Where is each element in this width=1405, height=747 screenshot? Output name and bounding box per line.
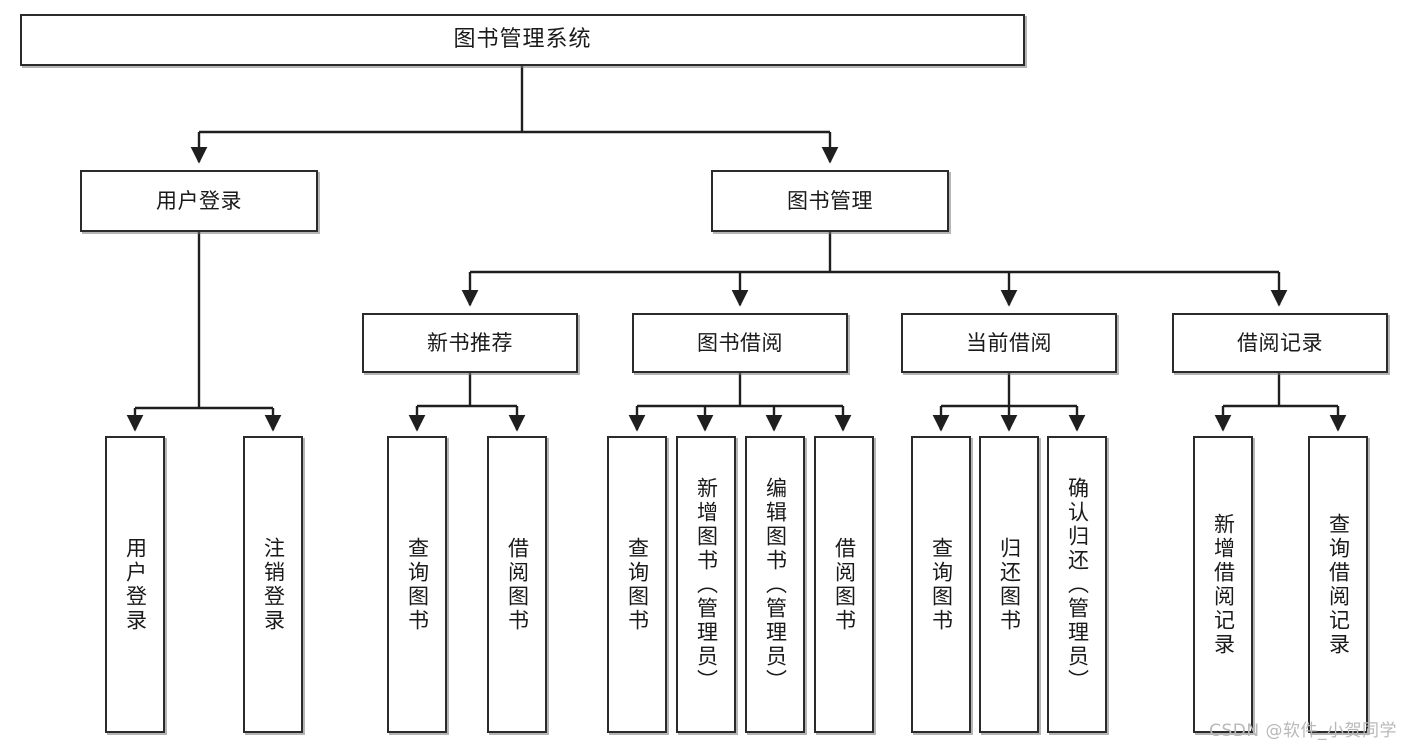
node-current-borrow-label: 当前借阅	[966, 330, 1052, 355]
watermark: CSDN @软件_小贺同学	[1209, 721, 1397, 741]
node-leaf-borrow-book-1-label: 借阅图书	[505, 536, 530, 633]
node-leaf-query-book-3-label: 查询图书	[929, 536, 954, 633]
node-leaf-add-record[interactable]: 新增借阅记录	[1193, 436, 1253, 733]
node-leaf-query-book-2-label: 查询图书	[625, 536, 650, 633]
node-new-book-recommend[interactable]: 新书推荐	[362, 313, 578, 373]
node-leaf-edit-book[interactable]: 编辑图书（管理员）	[745, 436, 805, 733]
node-book-borrow-label: 图书借阅	[697, 330, 783, 355]
node-leaf-query-record[interactable]: 查询借阅记录	[1308, 436, 1368, 733]
node-leaf-confirm-return[interactable]: 确认归还（管理员）	[1047, 436, 1107, 733]
node-leaf-query-book-1-label: 查询图书	[405, 536, 430, 633]
node-user-login-label: 用户登录	[156, 188, 242, 213]
node-leaf-borrow-book-2-label: 借阅图书	[832, 536, 857, 633]
node-leaf-add-book-label: 新增图书（管理员）	[694, 476, 719, 693]
node-root[interactable]: 图书管理系统	[20, 14, 1025, 66]
node-root-label: 图书管理系统	[453, 27, 592, 53]
node-leaf-borrow-book-1[interactable]: 借阅图书	[487, 436, 547, 733]
node-new-book-recommend-label: 新书推荐	[427, 330, 513, 355]
node-user-login[interactable]: 用户登录	[80, 170, 318, 232]
node-book-borrow[interactable]: 图书借阅	[632, 313, 848, 373]
node-book-manage-label: 图书管理	[787, 188, 873, 213]
node-borrow-record[interactable]: 借阅记录	[1172, 313, 1388, 373]
node-leaf-return-book-label: 归还图书	[997, 536, 1022, 633]
node-leaf-add-record-label: 新增借阅记录	[1211, 512, 1236, 657]
node-book-manage[interactable]: 图书管理	[711, 170, 949, 232]
node-leaf-user-login-label: 用户登录	[123, 536, 148, 633]
node-leaf-confirm-return-label: 确认归还（管理员）	[1065, 476, 1090, 693]
node-leaf-query-book-2[interactable]: 查询图书	[607, 436, 667, 733]
node-leaf-add-book[interactable]: 新增图书（管理员）	[676, 436, 736, 733]
node-leaf-edit-book-label: 编辑图书（管理员）	[763, 476, 788, 693]
node-leaf-query-book-3[interactable]: 查询图书	[911, 436, 971, 733]
node-borrow-record-label: 借阅记录	[1237, 330, 1323, 355]
node-leaf-query-book-1[interactable]: 查询图书	[387, 436, 447, 733]
node-leaf-logout-login[interactable]: 注销登录	[243, 436, 303, 733]
node-current-borrow[interactable]: 当前借阅	[901, 313, 1117, 373]
node-leaf-return-book[interactable]: 归还图书	[979, 436, 1039, 733]
node-leaf-query-record-label: 查询借阅记录	[1326, 512, 1351, 657]
node-leaf-user-login[interactable]: 用户登录	[105, 436, 165, 733]
node-leaf-borrow-book-2[interactable]: 借阅图书	[814, 436, 874, 733]
node-leaf-logout-login-label: 注销登录	[261, 536, 286, 633]
